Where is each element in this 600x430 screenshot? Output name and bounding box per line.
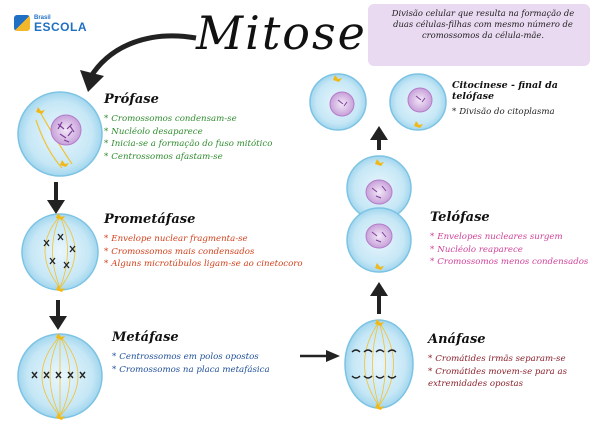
anaphase-list: *Cromátides irmãs separam-se *Cromátides… [428,353,588,391]
arrow-prophase-to-prometaphase [47,182,65,214]
prometaphase-list: *Envelope nuclear fragmenta-se *Cromosso… [104,233,303,271]
prometaphase-section: Prometáfase *Envelope nuclear fragmenta-… [104,212,303,271]
list-item: *Centrossomos em polos opostos [112,352,259,362]
prophase-list: *Cromossomos condensam-se *Nucléolo desa… [104,113,272,163]
cytokinesis-section: Citocinese - final da telófase *Divisão … [452,80,600,119]
arrow-metaphase-to-anaphase [300,350,340,362]
definition-text: Divisão celular que resulta na formação … [391,8,575,40]
metaphase-title: Metáfase [112,330,179,345]
cytokinesis-list: *Divisão do citoplasma [452,106,600,119]
list-item: *Envelope nuclear fragmenta-se [104,234,248,244]
list-item: *Divisão do citoplasma [452,107,555,117]
brand-logo: Brasil ESCOLA [14,14,88,34]
logo-small-text: Brasil [34,15,51,21]
list-item: *Alguns microtúbulos ligam-se ao cinetoc… [104,259,303,269]
list-item: *Cromossomos mais condensados [104,246,255,257]
telophase-title: Telófase [430,210,490,225]
anaphase-title: Anáfase [428,332,486,347]
prometaphase-cell [21,213,99,292]
daughter-cell-left [309,73,367,131]
arrow-prometaphase-to-metaphase [49,300,67,330]
page-title: Mitose [196,6,367,60]
list-item: *Cromossomos menos condensados [430,257,589,267]
definition-note: Divisão celular que resulta na formação … [368,4,590,66]
list-item: *Cromossomos condensam-se [104,114,237,124]
logo-big-text: ESCOLA [34,20,88,34]
telophase-section: Telófase *Envelopes nucleares surgem *Nu… [430,210,588,269]
prometaphase-title: Prometáfase [104,212,196,227]
list-item: *Cromátides irmãs separam-se [428,354,566,364]
title-to-prophase-arrow [80,33,197,92]
metaphase-cell [17,333,103,420]
list-item: *Envelopes nucleares surgem [430,232,563,242]
list-item: *Nucléolo reaparece [430,244,523,255]
prophase-section: Prófase *Cromossomos condensam-se *Nuclé… [104,92,272,163]
telophase-list: *Envelopes nucleares surgem *Nucléolo re… [430,231,588,269]
arrow-telophase-to-cytokinesis [370,126,388,150]
list-item: *Cromossomos na placa metafásica [112,364,270,375]
list-item: *Centrossomos afastam-se [104,151,223,162]
anaphase-cell [344,319,414,410]
metaphase-list: *Centrossomos em polos opostos *Cromosso… [112,351,270,376]
telophase-cell [346,155,412,273]
metaphase-section: Metáfase *Centrossomos em polos opostos … [112,330,270,376]
list-item: *Nucléolo desaparece [104,126,203,137]
prophase-cell [17,91,103,177]
logo-icon [14,15,30,31]
arrow-anaphase-to-telophase [370,282,388,314]
cytokinesis-title: Citocinese - final da telófase [452,80,558,102]
list-item: *Cromátides movem-se para as extremidade… [428,366,568,390]
daughter-cell-right [389,73,447,131]
anaphase-section: Anáfase *Cromátides irmãs separam-se *Cr… [428,332,588,391]
list-item: *Inicia-se a formação do fuso mitótico [104,139,273,149]
prophase-title: Prófase [104,92,159,107]
